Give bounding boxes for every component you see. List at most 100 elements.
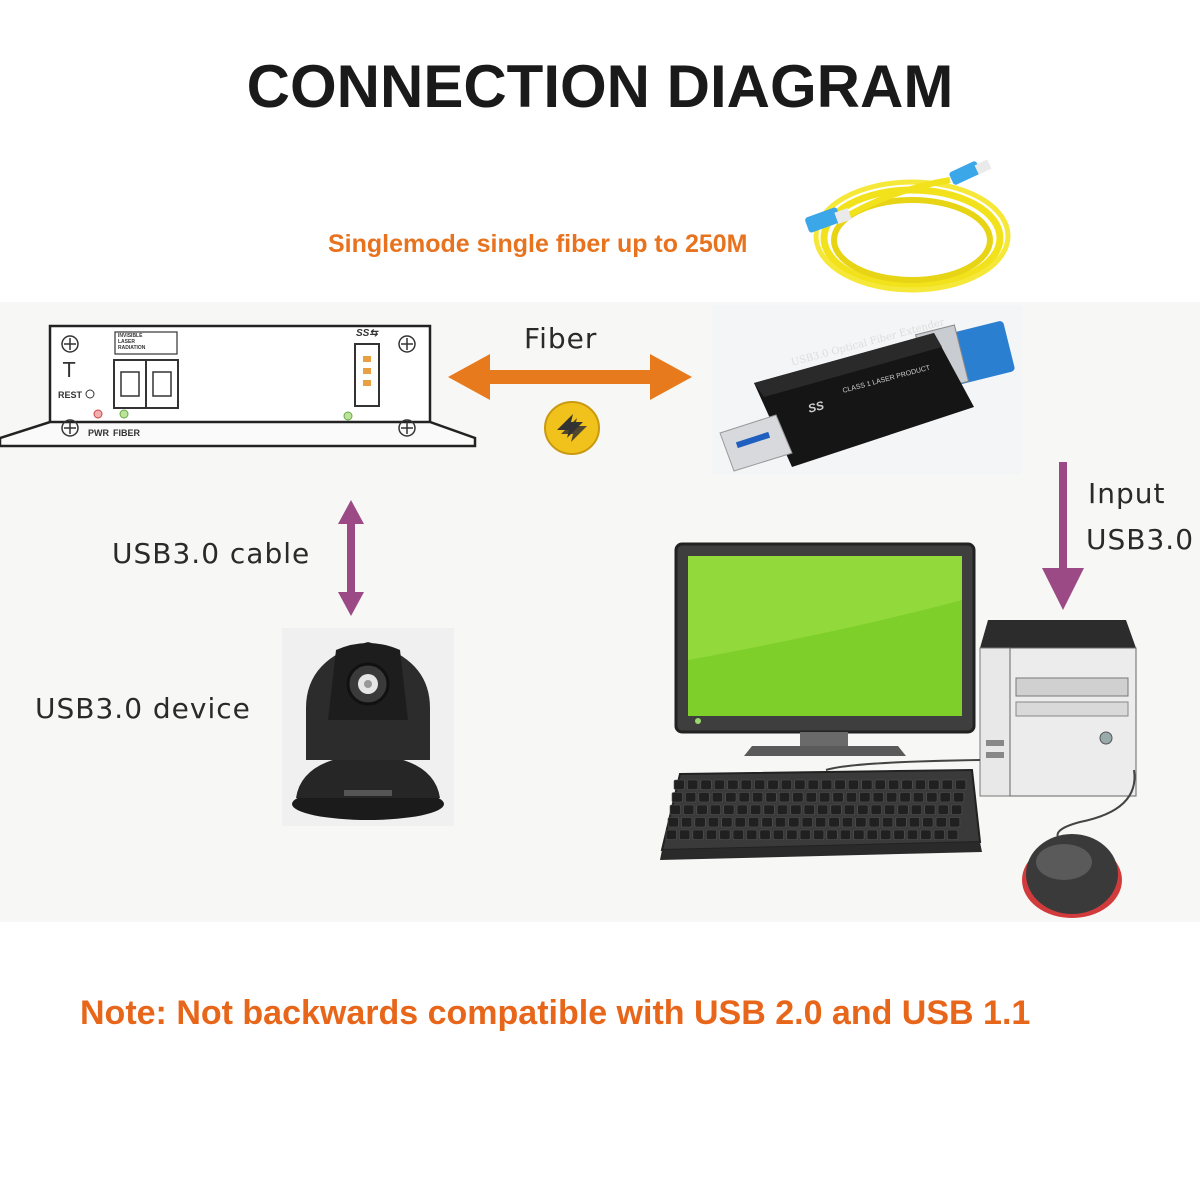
keyboard-key — [786, 829, 798, 840]
keyboard-key — [955, 779, 967, 790]
keyboard-key — [794, 779, 806, 790]
keyboard-key — [859, 792, 871, 803]
usb-cable-double-arrow — [338, 500, 364, 616]
keyboard-key — [694, 817, 706, 828]
keyboard-key — [953, 792, 965, 803]
keyboard-key — [847, 779, 859, 790]
keyboard-key — [752, 792, 764, 803]
keyboard-key — [828, 817, 840, 828]
keyboard-key — [719, 829, 731, 840]
input-down-arrow — [1042, 462, 1084, 610]
keyboard-key — [866, 829, 878, 840]
keyboard-key — [906, 829, 919, 840]
keyboard-key — [698, 792, 710, 803]
keyboard-key — [778, 792, 790, 803]
keyboard-key — [893, 829, 905, 840]
keyboard-key — [821, 779, 833, 790]
usb-device-label: USB3.0 device — [35, 692, 251, 725]
keyboard-key — [924, 804, 936, 815]
fiber-spec-label: Singlemode single fiber up to 250M — [328, 230, 748, 258]
keyboard-key — [683, 804, 695, 815]
keyboard-key — [681, 817, 693, 828]
keyboard-key — [673, 779, 685, 790]
keyboard-key — [763, 804, 775, 815]
keyboard-key — [813, 829, 825, 840]
keyboard-key — [665, 829, 677, 840]
keyboard-key — [882, 817, 894, 828]
keyboard-key — [912, 792, 925, 803]
receiver-pwr-label: PWR — [88, 428, 109, 438]
compatibility-note: Note: Not backwards compatible with USB … — [80, 994, 1031, 1032]
keyboard-key — [872, 792, 884, 803]
keyboard-key — [788, 817, 800, 828]
keyboard-key — [736, 804, 748, 815]
keyboard-key — [819, 792, 831, 803]
keyboard-key — [679, 829, 691, 840]
keyboard-key — [834, 779, 846, 790]
keyboard-key — [843, 804, 855, 815]
receiver-t-label: T — [63, 358, 76, 382]
laser-warning-label: INVISIBLE LASER RADIATION — [118, 333, 146, 351]
keyboard-key — [705, 829, 718, 840]
keyboard-key — [696, 804, 708, 815]
keyboard-key — [880, 829, 892, 840]
keyboard-key — [928, 779, 940, 790]
keyboard-key — [759, 829, 771, 840]
keyboard-key — [748, 817, 760, 828]
keyboard-key — [721, 817, 733, 828]
keyboard-key — [895, 817, 907, 828]
receiver-fiber-label: FIBER — [113, 428, 140, 438]
keyboard-key — [765, 792, 777, 803]
keyboard-key — [839, 829, 851, 840]
keyboard-key — [841, 817, 853, 828]
keyboard-key — [790, 804, 802, 815]
keyboard-key — [803, 804, 815, 815]
keyboard-key — [692, 829, 704, 840]
keyboard-key — [926, 792, 938, 803]
keyboard-key — [774, 817, 786, 828]
keyboard-key — [799, 829, 811, 840]
page-title: CONNECTION DIAGRAM — [246, 53, 954, 120]
keyboard-key — [941, 779, 953, 790]
keyboard-key — [725, 792, 737, 803]
keyboard-key — [951, 804, 963, 815]
keyboard-key — [826, 829, 838, 840]
keyboard-key — [832, 792, 844, 803]
fiber-cable-icon — [805, 159, 1011, 293]
keyboard-key — [910, 804, 923, 815]
keyboard-key — [897, 804, 909, 815]
keyboard-key — [754, 779, 766, 790]
fiber-label: Fiber — [524, 322, 598, 355]
keyboard-key — [937, 804, 949, 815]
computer-icon — [660, 542, 1137, 918]
keyboard-key — [807, 779, 819, 790]
keyboard-key — [740, 779, 752, 790]
keyboard-key — [870, 804, 882, 815]
receiver-unit-panel — [0, 324, 477, 448]
keyboard-key — [738, 792, 750, 803]
keyboard-key — [711, 792, 724, 803]
keyboard-key — [746, 829, 758, 840]
keyboard-key — [884, 804, 896, 815]
keyboard-key — [868, 817, 880, 828]
keyboard-key — [939, 792, 951, 803]
input-label-line1: Input — [1088, 477, 1166, 510]
keyboard-key — [908, 817, 921, 828]
keyboard-key — [861, 779, 873, 790]
keyboard-key — [723, 804, 735, 815]
bidirectional-icon — [544, 401, 600, 455]
keyboard-key — [853, 829, 865, 840]
keyboard-key — [732, 829, 744, 840]
keyboard-key — [713, 779, 725, 790]
keyboard-key — [899, 792, 911, 803]
keyboard-key — [801, 817, 813, 828]
keyboard-key — [901, 779, 913, 790]
keyboard-key — [709, 804, 722, 815]
keyboard-key — [767, 779, 779, 790]
keyboard-key — [780, 779, 792, 790]
keyboard-key — [671, 792, 683, 803]
keyboard-key — [817, 804, 829, 815]
keyboard-key — [700, 779, 712, 790]
keyboard-key — [933, 829, 945, 840]
keyboard-key — [750, 804, 762, 815]
